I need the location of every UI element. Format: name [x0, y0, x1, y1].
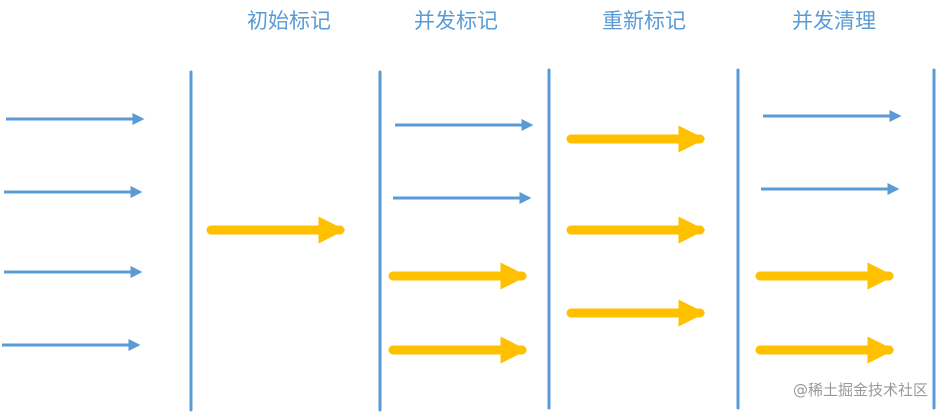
phase-label-concurrent-mark: 并发标记 — [414, 9, 498, 33]
phase-label-initial-mark: 初始标记 — [247, 9, 331, 33]
phase-label-concurrent-sweep: 并发清理 — [792, 9, 876, 33]
gc-thread-arrows — [206, 125, 895, 364]
phase-label-remark: 重新标记 — [602, 9, 686, 33]
app-thread-arrows — [2, 110, 902, 351]
watermark: @稀土掘金技术社区 — [793, 381, 928, 399]
phase-boundaries — [189, 68, 936, 412]
